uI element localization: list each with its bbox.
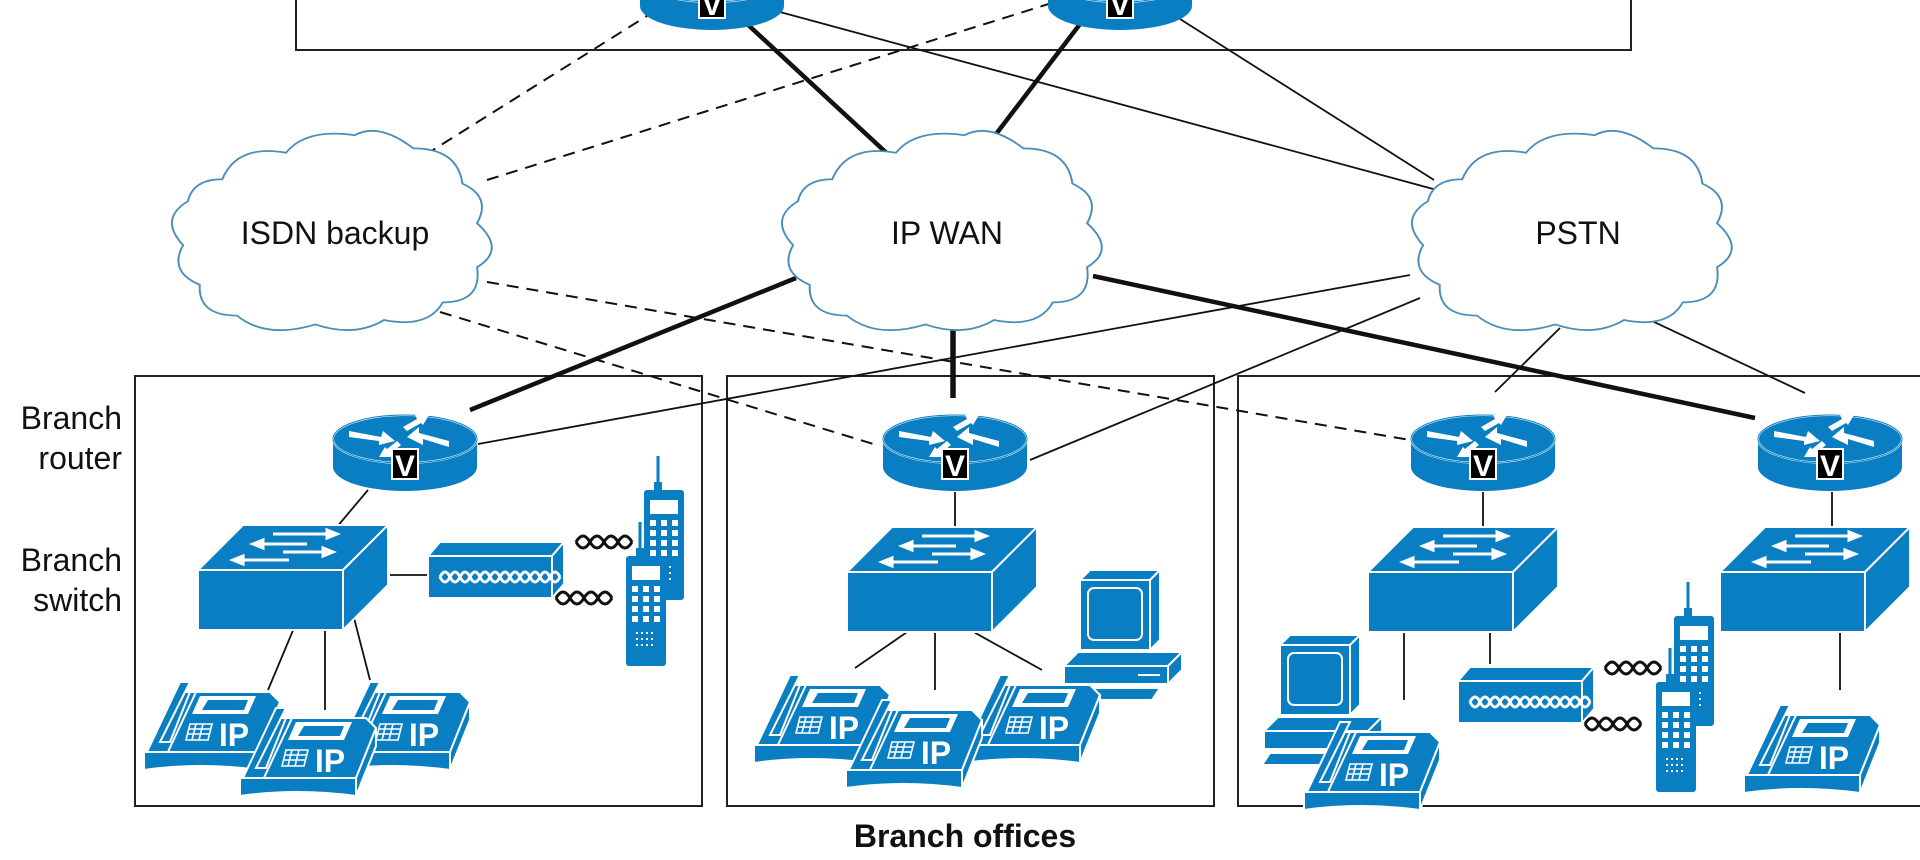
link-ipwan-br1 bbox=[469, 275, 797, 413]
label-branch-switch: Branch switch bbox=[0, 540, 122, 620]
link-pstn-br3 bbox=[1494, 327, 1561, 393]
branch-1-wireless-base-station[interactable] bbox=[426, 540, 566, 600]
label-branch-router: Branch router bbox=[0, 398, 122, 478]
branch-2-switch[interactable] bbox=[845, 525, 1039, 634]
link-br1-router-switch bbox=[335, 489, 369, 529]
label-branch-switch-line2: switch bbox=[33, 582, 122, 618]
branch-3-router-b[interactable] bbox=[1757, 414, 1903, 492]
link-br1-switch-phone3 bbox=[353, 617, 371, 681]
label-branch-switch-line1: Branch bbox=[20, 542, 122, 578]
hq-site-box bbox=[295, 0, 1632, 51]
hq-router-2[interactable] bbox=[1047, 0, 1193, 31]
link-isdn-br3 bbox=[486, 281, 1411, 441]
link-ipwan-br4 bbox=[1092, 273, 1756, 421]
branch-2-ip-phone-3[interactable] bbox=[963, 674, 1101, 764]
link-pstn-br2 bbox=[1029, 297, 1421, 461]
branch-1-radio-wave-2 bbox=[554, 590, 614, 606]
link-isdn-br2 bbox=[439, 311, 881, 447]
branch-3-radio-wave-1 bbox=[1603, 660, 1663, 676]
link-br2-switch-phone1 bbox=[854, 629, 911, 669]
cloud-isdn-label: ISDN backup bbox=[241, 215, 430, 251]
link-hq1-ipwan bbox=[743, 20, 894, 160]
cloud-ipwan-label: IP WAN bbox=[891, 215, 1003, 251]
branch-1-switch[interactable] bbox=[196, 523, 390, 632]
branch-3-wireless-base-station[interactable] bbox=[1456, 665, 1596, 725]
branch-3-router-a[interactable] bbox=[1410, 414, 1556, 492]
branch-3-switch-a[interactable] bbox=[1366, 525, 1560, 634]
branch-office-1-box bbox=[134, 375, 703, 807]
diagram-caption: Branch offices bbox=[853, 818, 1077, 854]
label-branch-router-line1: Branch bbox=[20, 400, 122, 436]
branch-3-radio-wave-2 bbox=[1583, 716, 1643, 732]
branch-1-router[interactable] bbox=[332, 414, 478, 492]
links bbox=[267, 1, 1841, 710]
branch-2-pc[interactable] bbox=[1061, 569, 1183, 701]
hq-router-1[interactable] bbox=[639, 0, 785, 31]
branch-2-router[interactable] bbox=[882, 414, 1028, 492]
branch-3-ip-phone-b[interactable] bbox=[1743, 704, 1881, 794]
branch-office-2-box bbox=[726, 375, 1215, 807]
link-hq2-ipwan bbox=[988, 22, 1082, 144]
branch-office-3-box bbox=[1237, 375, 1920, 807]
label-branch-router-line2: router bbox=[38, 440, 122, 476]
branch-3-switch-b[interactable] bbox=[1718, 525, 1912, 634]
branch-1-radio-wave-1 bbox=[574, 534, 634, 550]
cloud-pstn-label: PSTN bbox=[1535, 215, 1620, 251]
link-hq2-pstn bbox=[1179, 18, 1435, 181]
link-hq1-pstn bbox=[779, 11, 1438, 191]
link-pstn-br4 bbox=[1649, 319, 1806, 394]
link-br1-switch-phone1 bbox=[267, 627, 295, 691]
link-isdn-hq1 bbox=[424, 13, 651, 156]
link-br2-switch-phone3 bbox=[969, 629, 1043, 671]
